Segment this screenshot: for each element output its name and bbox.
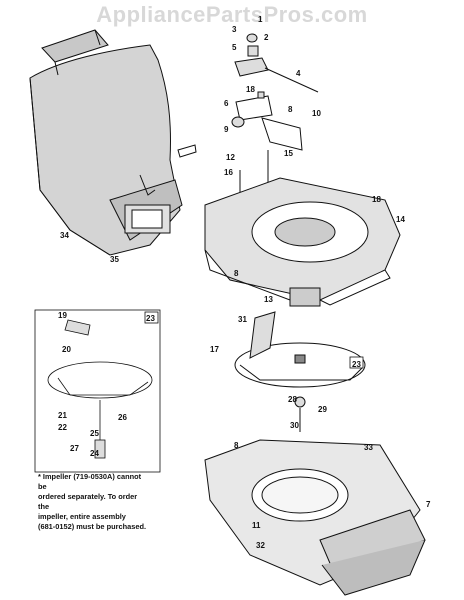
callout-12: 12 [226,153,235,162]
callout-16: 16 [224,168,233,177]
callout-25: 25 [90,429,99,438]
callout-14: 14 [396,215,405,224]
callout-30: 30 [290,421,299,430]
callout-15: 15 [284,149,293,158]
callout-31: 31 [238,315,247,324]
callout-5: 5 [232,43,237,52]
callout-8: 8 [288,105,293,114]
callout-18: 18 [246,85,255,94]
callout-33: 33 [364,443,373,452]
callout-13: 13 [264,295,273,304]
callout-17: 17 [210,345,219,354]
callout-29: 29 [318,405,327,414]
callout-4: 4 [296,69,301,78]
callout-7: 7 [426,500,431,509]
inset-box [34,309,161,473]
callout-2: 2 [264,33,269,42]
callout-34: 34 [60,231,69,240]
callout-22: 22 [58,423,67,432]
watermark: AppliancePartsPros.com [96,2,368,27]
lower-housing [204,439,426,596]
callout-18: 18 [372,195,381,204]
callout-26: 26 [118,413,127,422]
callout-9: 9 [224,125,229,134]
callout-1: 1 [258,15,263,24]
impeller [234,311,366,432]
callout-11: 11 [252,521,261,530]
callout-10: 10 [312,109,321,118]
switch-assembly [231,33,319,200]
callout-28: 28 [288,395,297,404]
housing [204,177,401,307]
callout-32: 32 [256,541,265,550]
callout-24: 24 [90,449,99,458]
impeller-note: * Impeller (719-0530A) cannot be ordered… [38,472,147,531]
callout-3: 3 [232,25,237,34]
collection-bag [29,29,197,256]
callout-19: 19 [58,311,67,320]
callout-8: 8 [234,441,239,450]
callout-23: 23 [146,314,155,323]
callout-35: 35 [110,255,119,264]
callout-8: 8 [234,269,239,278]
callout-27: 27 [70,444,79,453]
callout-20: 20 [62,345,71,354]
callout-6: 6 [224,99,229,108]
callout-23: 23 [352,360,361,369]
callout-21: 21 [58,411,67,420]
